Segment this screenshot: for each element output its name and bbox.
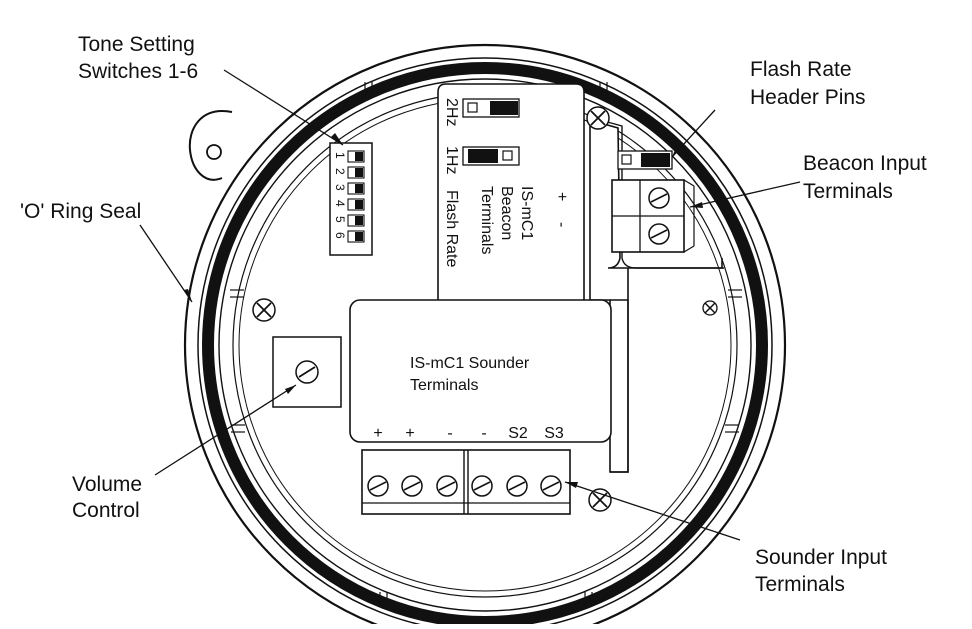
dip-number-2: 2 [333,168,347,175]
sounder-board: IS-mC1 Sounder Terminals + + - - S2 S3 [349,299,612,443]
label-1hz: 1Hz [443,146,460,174]
leader-lines [139,69,801,541]
beacon-input-terminal-block [611,179,695,253]
label-ismc1: IS-mC1 [518,186,535,240]
tone-dip-switch: 1 2 3 4 5 6 [329,142,373,256]
dip-switch-1 [347,150,365,163]
dip-switch-5 [347,214,365,227]
terminal-screw-icon [367,475,389,497]
callout-tone-line1: Tone Setting [78,33,195,56]
terminal-screw-icon [401,475,423,497]
dip-switch-2 [347,166,365,179]
callout-volume-line1: Volume [72,473,142,496]
beacon-board: 2Hz 1Hz Flash Rate Terminals Beacon IS-m… [437,83,585,300]
terminal-screw-icon [436,475,458,497]
terminal-screw-icon [648,223,670,245]
right-board-lower [610,299,629,473]
label-beacon-terminals: Terminals [478,186,495,254]
callout-oring: 'O' Ring Seal [20,200,141,223]
callout-sounder-line1: Sounder Input [755,546,887,569]
small-screw-icon [702,300,718,316]
flash-rate-header [617,150,673,170]
callout-beacon-line1: Beacon Input [803,152,927,175]
screw-icon [586,106,610,130]
sounder-terminal-screws [367,475,562,497]
dip-number-4: 4 [333,200,347,207]
sounder-pin-label: S2 [508,425,528,442]
sounder-input-terminal-block [361,449,571,515]
terminal-screw-icon [506,475,528,497]
screw-icon [252,298,276,322]
dip-switch-6 [347,230,365,243]
mounting-lug [188,110,233,181]
callout-beacon-line2: Terminals [803,180,893,203]
callout-flash-line1: Flash Rate [750,58,852,81]
sounder-pin-label: + [373,425,382,442]
terminal-screw-icon [471,475,493,497]
label-beacon: Beacon [498,186,515,240]
terminal-screw-icon [540,475,562,497]
right-board-outline [599,119,724,269]
callout-flash-line2: Header Pins [750,86,866,109]
dip-switch-numbers: 1 2 3 4 5 6 [333,152,347,239]
sounder-pin-label: - [481,425,486,442]
screw-icon [588,488,612,512]
label-flash-rate: Flash Rate [443,190,460,267]
dip-number-1: 1 [333,152,347,159]
label-2hz: 2Hz [443,98,460,126]
label-plus: + [553,192,570,201]
volume-control [272,336,342,408]
sounder-title-line2: Terminals [410,377,478,394]
callout-volume-line2: Control [72,499,140,522]
callout-tone-line2: Switches 1-6 [78,60,198,83]
sounder-pin-label: - [447,425,452,442]
dip-number-5: 5 [333,216,347,223]
dip-switch-4 [347,198,365,211]
ring-notches [230,82,742,606]
sounder-pin-label: + [405,425,414,442]
sounder-pin-labels: + + - - S2 S3 [373,425,564,442]
dip-switch-3 [347,182,365,195]
sounder-title-line1: IS-mC1 Sounder [410,355,530,372]
leader-arrowheads [184,133,703,488]
label-minus: - [553,222,570,227]
dip-switch-positions [347,150,365,243]
sounder-pin-label: S3 [544,425,564,442]
o-ring-seal [202,62,768,628]
dip-number-3: 3 [333,184,347,191]
dip-number-6: 6 [333,232,347,239]
terminal-screw-icon [648,187,670,209]
callout-sounder-line2: Terminals [755,573,845,596]
